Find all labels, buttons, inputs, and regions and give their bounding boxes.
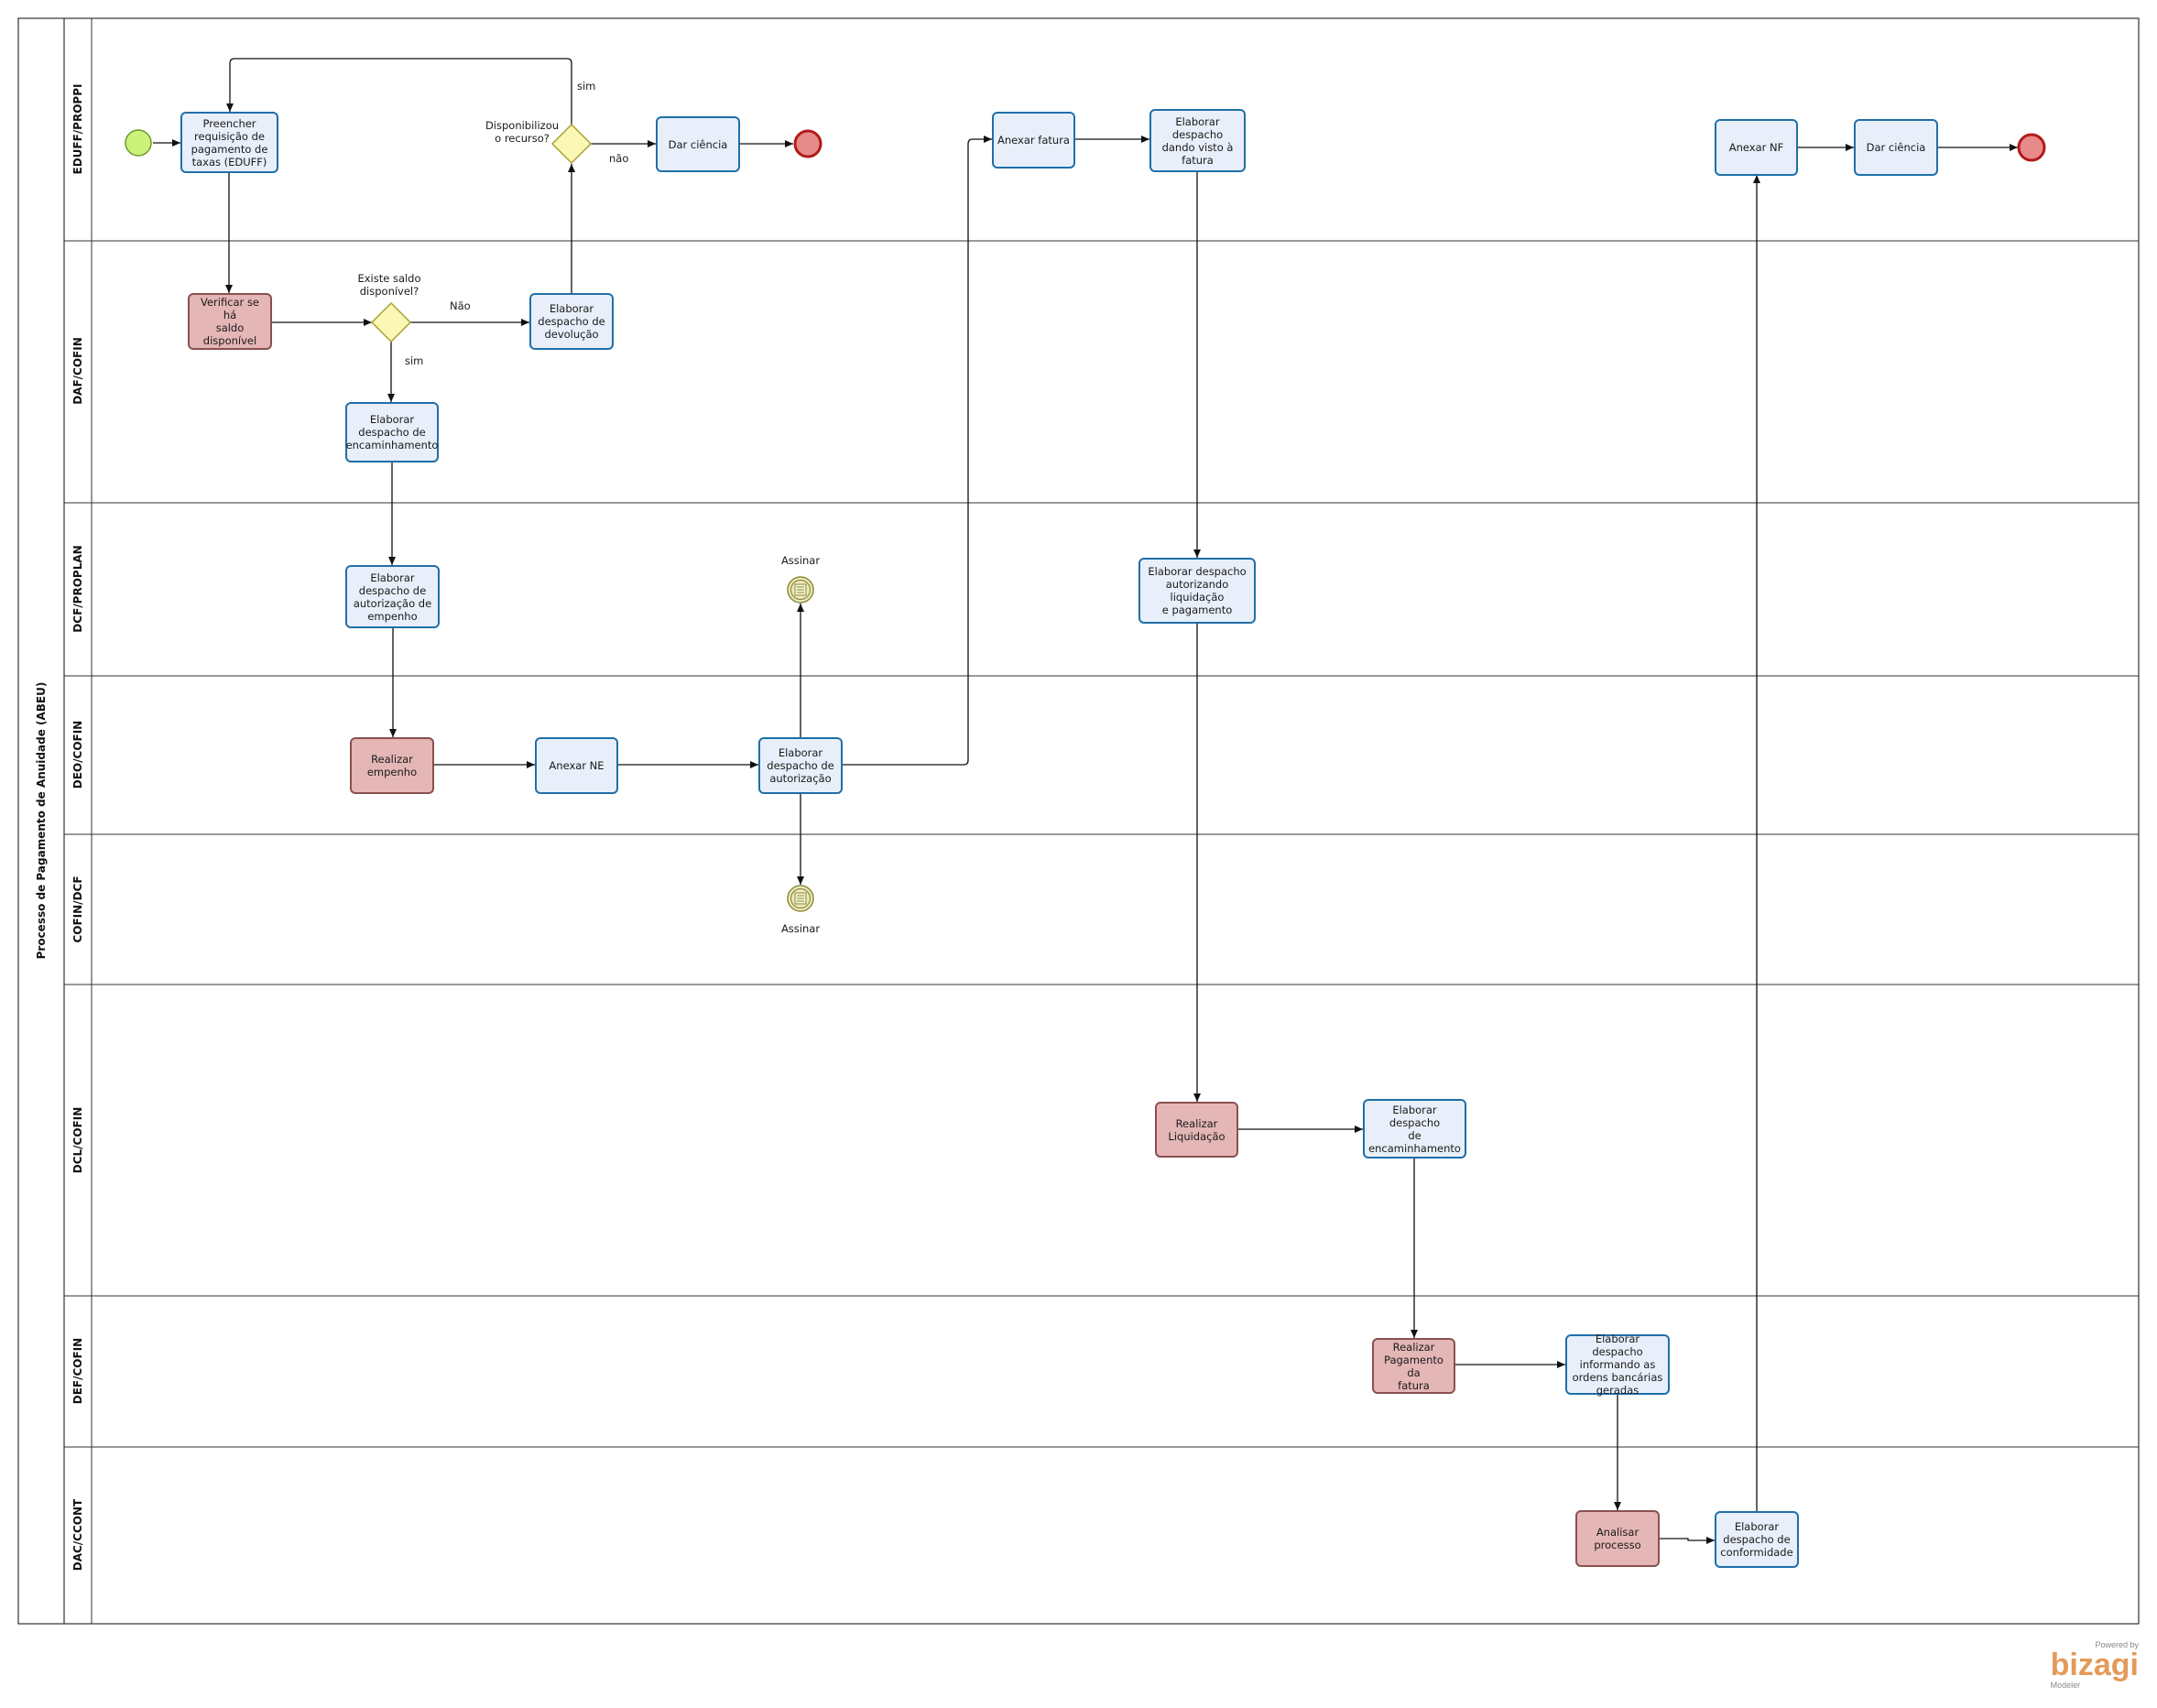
task-despacho-autorizacao[interactable]: Elaborar despacho de autorização bbox=[758, 737, 843, 794]
flow-gateway2-preencher bbox=[226, 58, 572, 125]
lane-label-dcf: DCF/PROPLAN bbox=[71, 545, 84, 633]
task-despacho-autorizacao-empenho[interactable]: Elaborar despacho de autorização de empe… bbox=[345, 565, 440, 628]
task-despacho-encaminhamento-2[interactable]: Elaborar despacho de encaminhamento bbox=[1363, 1099, 1466, 1159]
task-realizar-empenho[interactable]: Realizar empenho bbox=[350, 737, 434, 794]
end-event bbox=[793, 129, 822, 158]
flow-label-sim: sim bbox=[577, 80, 596, 92]
task-despacho-visto-fatura[interactable]: Elaborar despacho dando visto à fatura bbox=[1149, 109, 1246, 172]
intermediate-event-assinar bbox=[787, 885, 814, 912]
task-realizar-pagamento[interactable]: Realizar Pagamento da fatura bbox=[1372, 1338, 1455, 1394]
event-label-assinar: Assinar bbox=[780, 554, 821, 567]
task-despacho-autorizando-liquidacao[interactable]: Elaborar despacho autorizando liquidação… bbox=[1138, 558, 1256, 624]
brand-name: bizagi bbox=[2050, 1648, 2139, 1682]
flow-label-nao: Não bbox=[450, 299, 471, 312]
flow-despacho-anexarfatura bbox=[843, 136, 992, 766]
task-verificar-saldo[interactable]: Verificar se há saldo disponível bbox=[188, 293, 272, 350]
gateway-disponibilizou bbox=[550, 123, 593, 165]
end-event bbox=[2017, 133, 2046, 162]
flow-label-sim: sim bbox=[405, 354, 424, 367]
task-despacho-ordens-bancarias[interactable]: Elaborar despacho informando as ordens b… bbox=[1565, 1333, 1670, 1397]
lane-label-def: DEF/COFIN bbox=[71, 1337, 84, 1405]
intermediate-event-assinar bbox=[787, 576, 814, 604]
gateway-saldo bbox=[370, 301, 412, 343]
gateway-label-saldo: Existe saldo disponível? bbox=[357, 272, 421, 298]
task-preencher-requisicao[interactable]: Preencher requisição de pagamento de tax… bbox=[180, 112, 278, 173]
task-despacho-conformidade[interactable]: Elaborar despacho de conformidade bbox=[1715, 1511, 1799, 1568]
brand-powered: Powered by bbox=[2095, 1640, 2139, 1649]
task-despacho-devolucao[interactable]: Elaborar despacho de devolução bbox=[529, 293, 614, 350]
task-dar-ciencia[interactable]: Dar ciência bbox=[656, 116, 740, 172]
lane-label-dac: DAC/CCONT bbox=[71, 1498, 84, 1572]
brand-sub: Modeler bbox=[2050, 1681, 2081, 1690]
task-realizar-liquidacao[interactable]: Realizar Liquidação bbox=[1155, 1102, 1238, 1158]
pool-label: Processo de Pagamento de Anuidade (ABEU) bbox=[35, 681, 48, 960]
start-event bbox=[125, 129, 152, 157]
lane-label-cofin: COFIN/DCF bbox=[71, 876, 84, 943]
bizagi-logo: Powered by bizagi Modeler bbox=[2051, 1640, 2139, 1690]
task-dar-ciencia-final[interactable]: Dar ciência bbox=[1854, 119, 1938, 176]
task-anexar-ne[interactable]: Anexar NE bbox=[535, 737, 618, 794]
flow-analisar-conformidade bbox=[1660, 1537, 1715, 1544]
task-anexar-nf[interactable]: Anexar NF bbox=[1715, 119, 1798, 176]
task-despacho-encaminhamento[interactable]: Elaborar despacho de encaminhamento bbox=[345, 402, 439, 462]
flow-label-nao: não bbox=[609, 152, 629, 165]
lane-label-eduff: EDUFF/PROPPI bbox=[71, 83, 84, 175]
event-label-assinar: Assinar bbox=[780, 922, 821, 935]
gateway-label-disponibilizou: Disponibilizou o recurso? bbox=[485, 119, 560, 145]
task-analisar-processo[interactable]: Analisar processo bbox=[1575, 1510, 1660, 1567]
task-anexar-fatura[interactable]: Anexar fatura bbox=[992, 112, 1075, 169]
lane-label-deo: DEO/COFIN bbox=[71, 720, 84, 789]
lane-label-daf: DAF/COFIN bbox=[71, 337, 84, 405]
pool-border bbox=[17, 17, 2140, 1625]
lane-label-dcl: DCL/COFIN bbox=[71, 1106, 84, 1174]
